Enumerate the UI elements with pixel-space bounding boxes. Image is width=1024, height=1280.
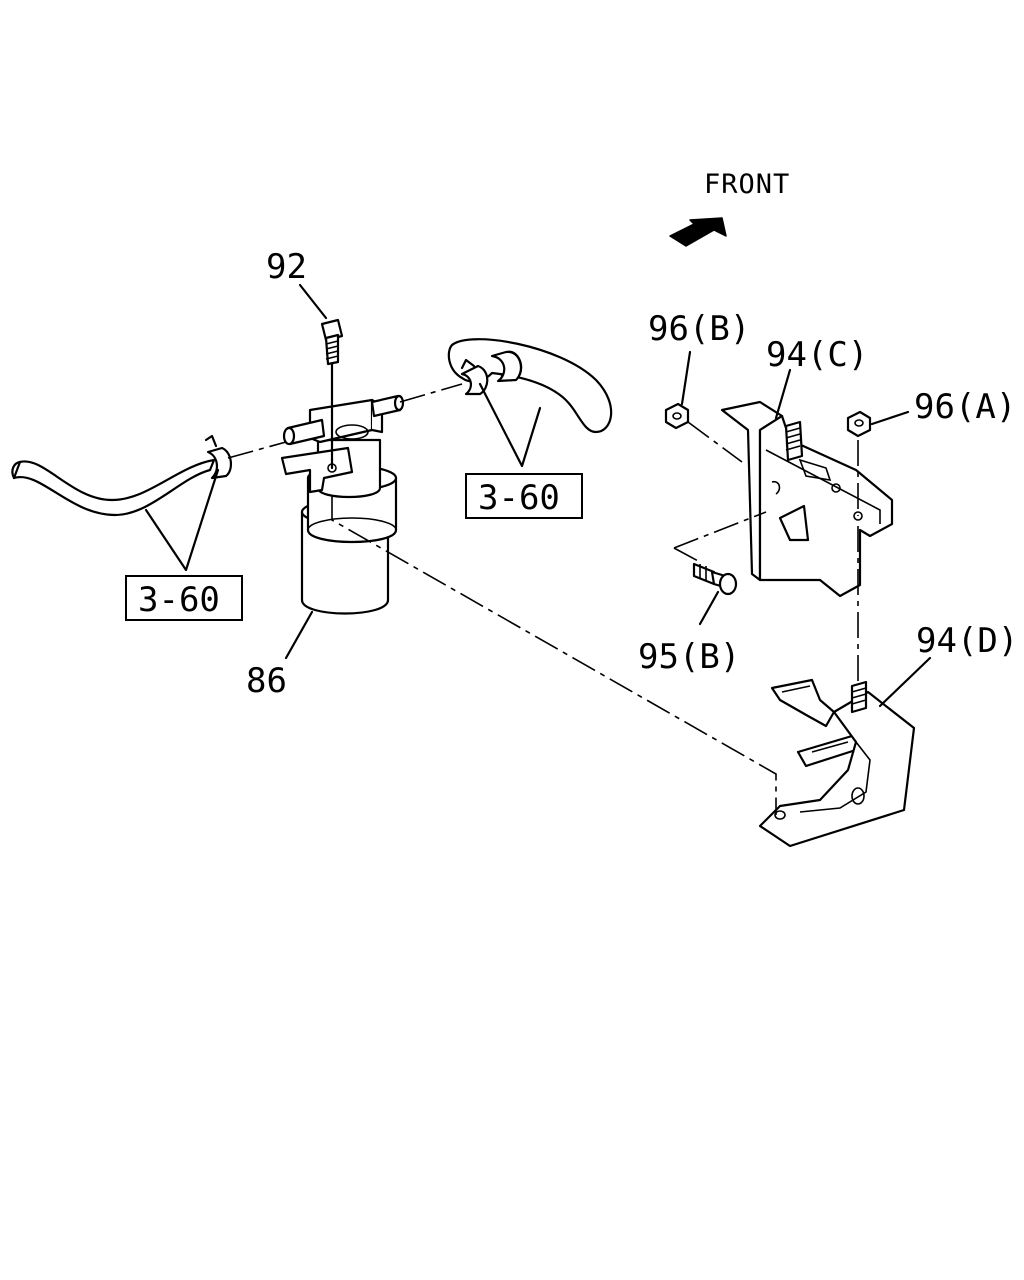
front-arrow-icon	[669, 217, 727, 247]
nut-96a	[846, 410, 872, 438]
ref-right-label: 3-60	[478, 478, 560, 518]
callout-95b: 95(B)	[638, 637, 740, 677]
left-hose	[11, 434, 232, 517]
bolt-95b	[692, 562, 738, 596]
callout-96a: 96(A)	[914, 387, 1016, 427]
callout-96b: 96(B)	[648, 309, 750, 349]
front-indicator: FRONT	[669, 169, 790, 247]
bracket-94d	[758, 678, 916, 848]
callout-94c: 94(C)	[766, 335, 868, 375]
bracket-94c	[720, 400, 894, 598]
ref-box-left: 3-60	[125, 575, 243, 621]
left-hose-clamp	[206, 446, 232, 480]
ref-left-label: 3-60	[138, 580, 220, 620]
callout-94d: 94(D)	[916, 621, 1018, 661]
front-label: FRONT	[704, 169, 790, 200]
ref-box-right: 3-60	[465, 473, 583, 519]
assembly-lines	[227, 383, 859, 815]
right-hose	[447, 338, 613, 434]
callout-92: 92	[266, 247, 307, 287]
bolt-92	[320, 318, 344, 470]
nut-96b	[664, 402, 690, 430]
leader-lines	[144, 283, 932, 708]
receiver-drier	[280, 394, 405, 615]
callout-86: 86	[246, 661, 287, 701]
